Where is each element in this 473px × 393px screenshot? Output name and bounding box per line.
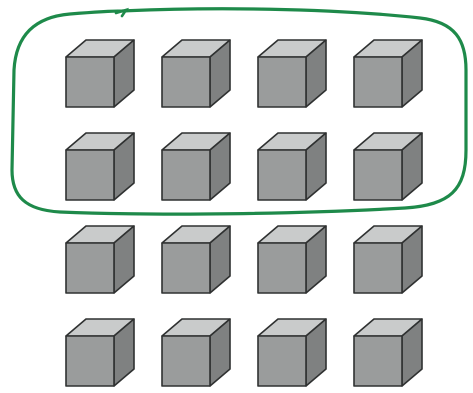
cube-front-face <box>66 336 114 386</box>
cube-front-face <box>162 336 210 386</box>
cube <box>162 319 230 386</box>
cube-front-face <box>354 57 402 107</box>
cube <box>66 226 134 293</box>
cube-front-face <box>258 336 306 386</box>
cube-front-face <box>66 243 114 293</box>
cube-front-face <box>354 243 402 293</box>
cube-front-face <box>162 150 210 200</box>
cube <box>258 133 326 200</box>
cube <box>66 319 134 386</box>
cube <box>162 40 230 107</box>
cube <box>66 133 134 200</box>
cube-front-face <box>162 243 210 293</box>
cube <box>162 133 230 200</box>
cube-front-face <box>258 57 306 107</box>
cube-front-face <box>66 57 114 107</box>
cube-front-face <box>162 57 210 107</box>
cube-front-face <box>354 150 402 200</box>
cube <box>162 226 230 293</box>
cube <box>66 40 134 107</box>
cube-front-face <box>66 150 114 200</box>
cube-front-face <box>354 336 402 386</box>
cube <box>258 226 326 293</box>
cube <box>354 40 422 107</box>
cube <box>258 40 326 107</box>
cube <box>354 319 422 386</box>
cube <box>354 226 422 293</box>
cube-front-face <box>258 243 306 293</box>
cube-front-face <box>258 150 306 200</box>
cube <box>258 319 326 386</box>
cube <box>354 133 422 200</box>
